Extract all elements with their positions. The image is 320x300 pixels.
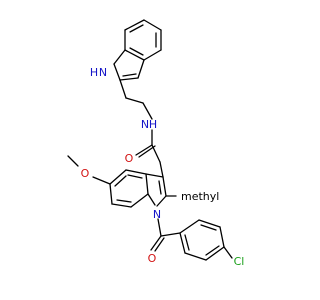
top-indole-benzene-ring: [124, 19, 162, 61]
top-indole-pyrrole-ring: [113, 49, 145, 81]
atom-chlorine: Cl: [234, 255, 245, 268]
methoxy-group: [67, 155, 111, 185]
atom-methoxy-o: O: [81, 167, 90, 180]
atom-benzoyl-o: O: [148, 252, 157, 265]
atom-methyl-label: methyl: [181, 190, 219, 203]
benzoyl-linkage: [150, 218, 181, 252]
molecule-structure: H N N H O O methyl N O Cl: [67, 19, 245, 268]
lower-indole-pyrrole-ring: [145, 173, 167, 207]
ethyl-linker: [119, 79, 153, 120]
chlorophenyl-ring: [179, 219, 233, 261]
structure-canvas: H N N H O O methyl N O Cl: [67, 19, 245, 268]
atom-indole-nh-h: H: [90, 66, 98, 79]
atom-labels: H N N H O O methyl N O Cl: [81, 66, 245, 268]
atom-amide-h: H: [149, 118, 157, 131]
atom-amide-o: O: [125, 152, 134, 165]
atom-ring-n: N: [153, 208, 161, 221]
lower-indole-benzene-ring: [109, 169, 149, 208]
atom-indole-nh-n: N: [99, 66, 107, 79]
amide-group: [135, 129, 164, 178]
atom-amide-n: N: [141, 118, 149, 131]
